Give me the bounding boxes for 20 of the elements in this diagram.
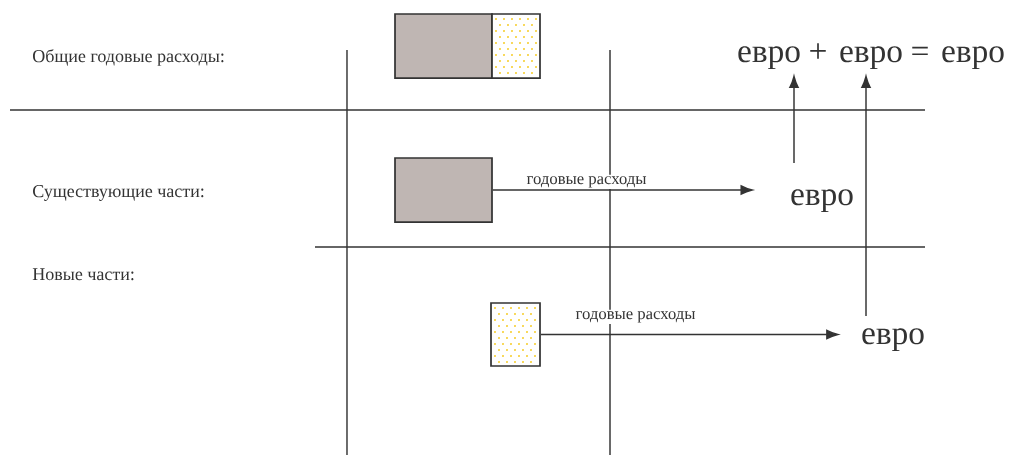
dotted-box <box>490 302 541 367</box>
row-label: Новые части: <box>32 268 134 281</box>
equals-sign: = <box>912 46 928 56</box>
edge-label: годовые расходы <box>574 309 697 324</box>
shaded-box <box>394 13 493 79</box>
plus-sign: + <box>810 43 826 59</box>
row-label: Общие годовые расходы: <box>33 49 224 66</box>
amount-text: евро <box>738 46 800 70</box>
arrow <box>789 75 799 164</box>
amount-text: евро <box>862 328 924 352</box>
amount-text: евро <box>840 46 902 70</box>
arrow <box>540 329 839 340</box>
shaded-box <box>394 157 493 223</box>
dotted-box <box>491 13 541 79</box>
arrow <box>861 75 871 317</box>
amount-text: евро <box>942 46 1004 70</box>
amount-text: евро <box>791 189 853 213</box>
row-label: Существующие части: <box>33 185 204 201</box>
arrow <box>492 185 753 195</box>
edge-label: годовые расходы <box>525 174 648 189</box>
